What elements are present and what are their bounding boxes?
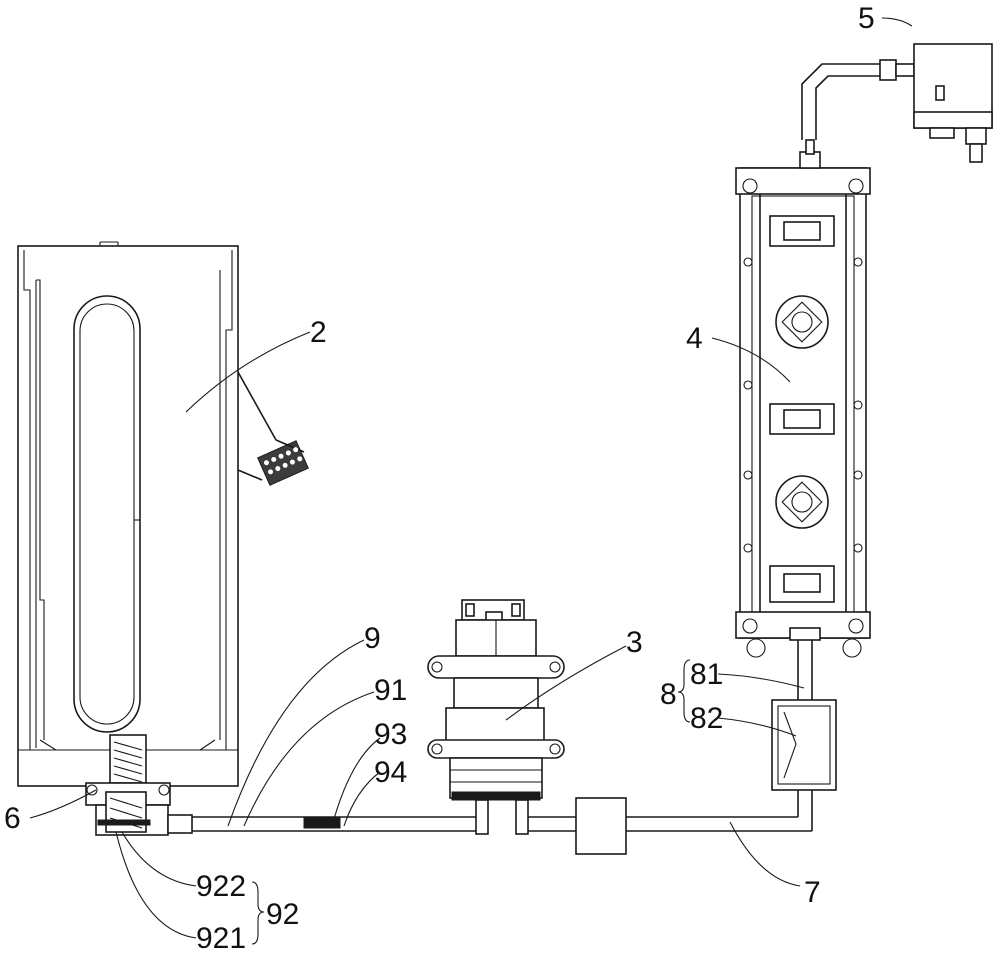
label-base-joint: 6 [4, 802, 21, 835]
label-joint-group: 92 [266, 898, 299, 931]
label-marker-94: 94 [374, 756, 407, 789]
label-valve-upper: 81 [690, 658, 723, 691]
label-valve-group: 8 [660, 678, 677, 711]
joint-thread [113, 741, 143, 783]
base-joint [85, 734, 193, 836]
label-water-tank: 2 [310, 316, 327, 349]
label-joint-lower: 921 [196, 922, 246, 955]
label-pump: 3 [626, 626, 643, 659]
label-valve-lower: 82 [690, 702, 723, 735]
callout-labels: 5 2 4 3 8 81 82 6 9 91 93 94 922 921 92 … [4, 2, 875, 955]
label-marker-93: 93 [374, 718, 407, 751]
leader-lines [29, 17, 913, 945]
label-heater: 4 [686, 322, 703, 355]
water-tank [17, 241, 309, 787]
label-joint-upper: 922 [196, 870, 246, 903]
valve-assembly [771, 640, 837, 791]
label-steam-outlet: 5 [858, 2, 875, 35]
pump [427, 599, 565, 835]
label-inlet-section: 91 [374, 674, 407, 707]
main-pipe [528, 790, 813, 855]
label-main-pipe: 7 [804, 876, 821, 909]
steam-outlet [801, 43, 993, 163]
pipe-marker-93 [303, 817, 341, 829]
heater [735, 139, 871, 658]
label-inlet-pipe: 9 [364, 622, 381, 655]
